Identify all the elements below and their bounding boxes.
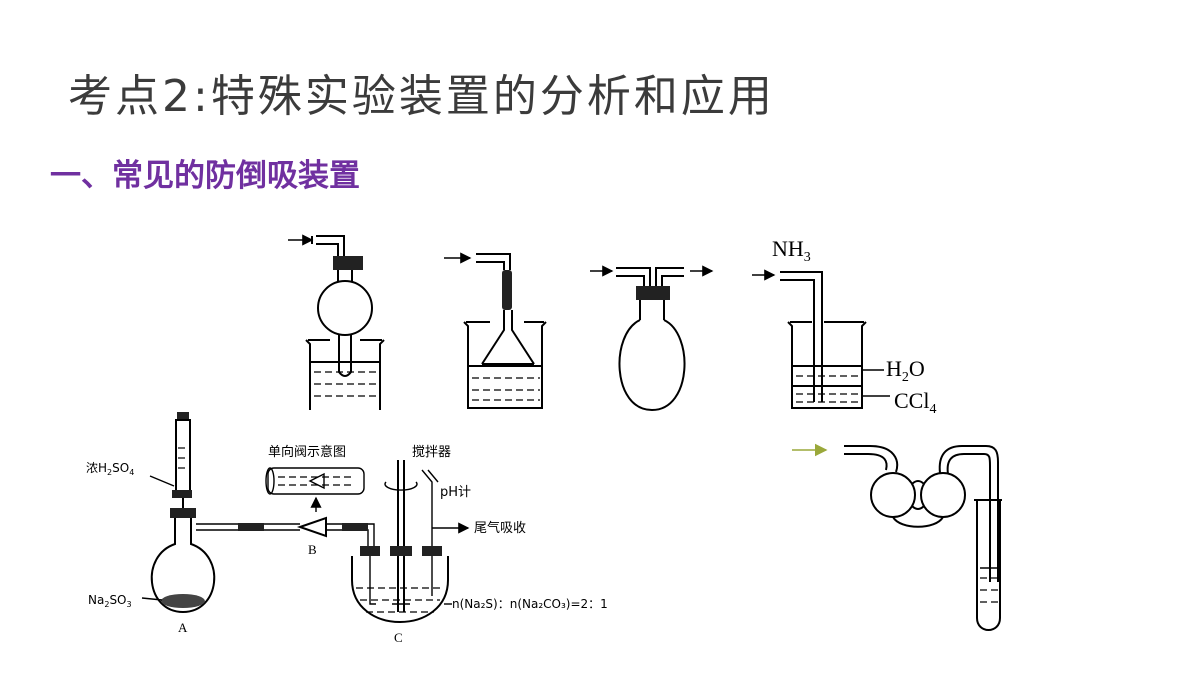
apparatus-double-bulb xyxy=(792,443,1002,631)
ratio-label: n(Na₂S)：n(Na₂CO₃)=2：1 xyxy=(452,597,608,611)
label-c: C xyxy=(394,630,403,645)
label-a: A xyxy=(178,620,188,635)
tail-gas-label: 尾气吸收 xyxy=(474,520,526,536)
valve-caption: 单向阀示意图 xyxy=(268,444,346,460)
stirrer-label: 搅拌器 xyxy=(412,444,451,460)
rubber-stopper xyxy=(333,256,363,270)
apparatus-inverted-bulb xyxy=(288,234,385,410)
conc-acid-label: 浓H2SO4 xyxy=(86,461,134,477)
lower-layer-label: CCl4 xyxy=(894,388,936,417)
apparatus-inverted-funnel xyxy=(444,252,547,409)
gas-label: NH3 xyxy=(772,236,811,265)
apparatus-sulfite-reaction: 浓H2SO4 Na2SO3 A B 单向阀示意图 搅拌器 pH计 xyxy=(86,412,608,645)
apparatus-safety-flask xyxy=(590,265,714,412)
slide-title: 考点2:特殊实验装置的分析和应用 xyxy=(68,71,775,122)
reactant-label: Na2SO3 xyxy=(88,593,132,609)
rotation-arrow-icon xyxy=(384,481,418,491)
section-heading: 一、常见的防倒吸装置 xyxy=(50,158,360,194)
upper-layer-label: H2O xyxy=(886,356,925,385)
rubber-tube xyxy=(502,270,512,310)
label-b: B xyxy=(308,542,317,557)
ph-meter-label: pH计 xyxy=(440,485,471,500)
rubber-stopper xyxy=(636,286,670,300)
apparatus-ccl4-layer: NH3 H2O CCl4 xyxy=(752,236,936,417)
